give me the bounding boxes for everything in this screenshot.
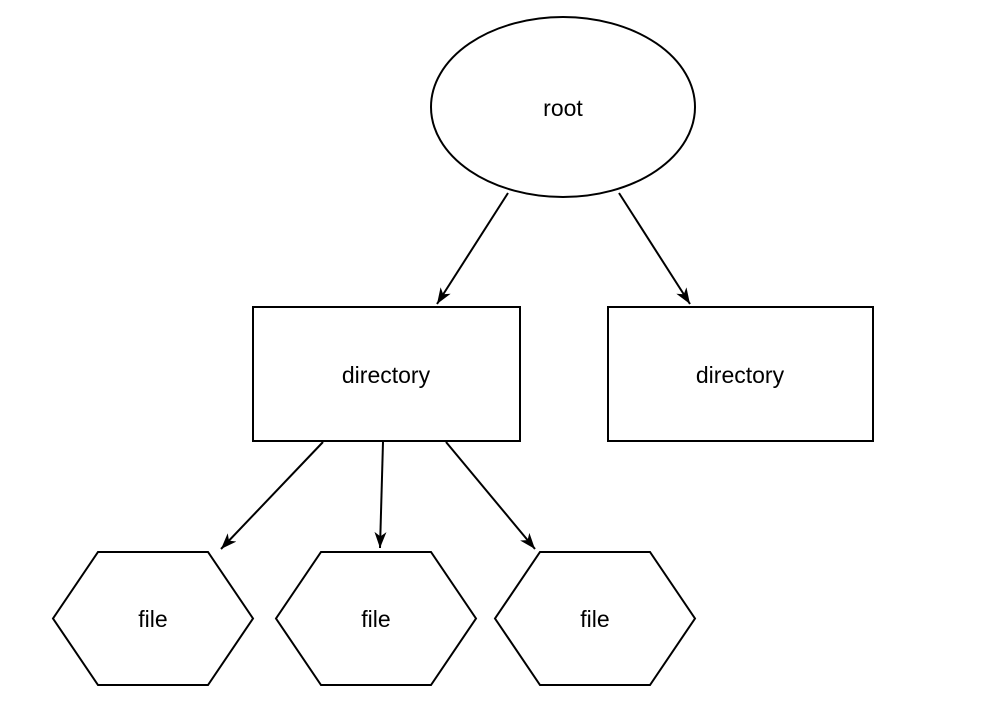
file-3-hexagon-shape — [493, 551, 697, 686]
node-root: root — [430, 16, 696, 198]
directory-left-rect-shape — [252, 306, 521, 442]
node-directory-right: directory — [607, 306, 874, 442]
file-2-node-label: file — [361, 606, 390, 632]
root-node-label: root — [543, 95, 583, 121]
edge-root-to-directory-left — [436, 192, 509, 305]
edge-directory-left-to-file-2 — [374, 441, 387, 549]
edge-layer — [220, 192, 691, 550]
file-3-node-label: file — [580, 606, 609, 632]
edge-directory-left-to-file-1 — [220, 441, 324, 550]
directory-left-node-label: directory — [342, 362, 431, 388]
directory-right-node-label: directory — [696, 362, 785, 388]
root-ellipse-shape — [430, 16, 696, 198]
file-1-node-label: file — [138, 606, 167, 632]
node-file-1: file — [51, 551, 255, 686]
edge-root-to-directory-right — [618, 192, 691, 305]
node-file-3: file — [493, 551, 697, 686]
edge-directory-left-to-file-3 — [445, 441, 536, 550]
file-1-hexagon-shape — [51, 551, 255, 686]
directory-right-rect-shape — [607, 306, 874, 442]
node-directory-left: directory — [252, 306, 521, 442]
file-2-hexagon-shape — [274, 551, 478, 686]
node-file-2: file — [274, 551, 478, 686]
